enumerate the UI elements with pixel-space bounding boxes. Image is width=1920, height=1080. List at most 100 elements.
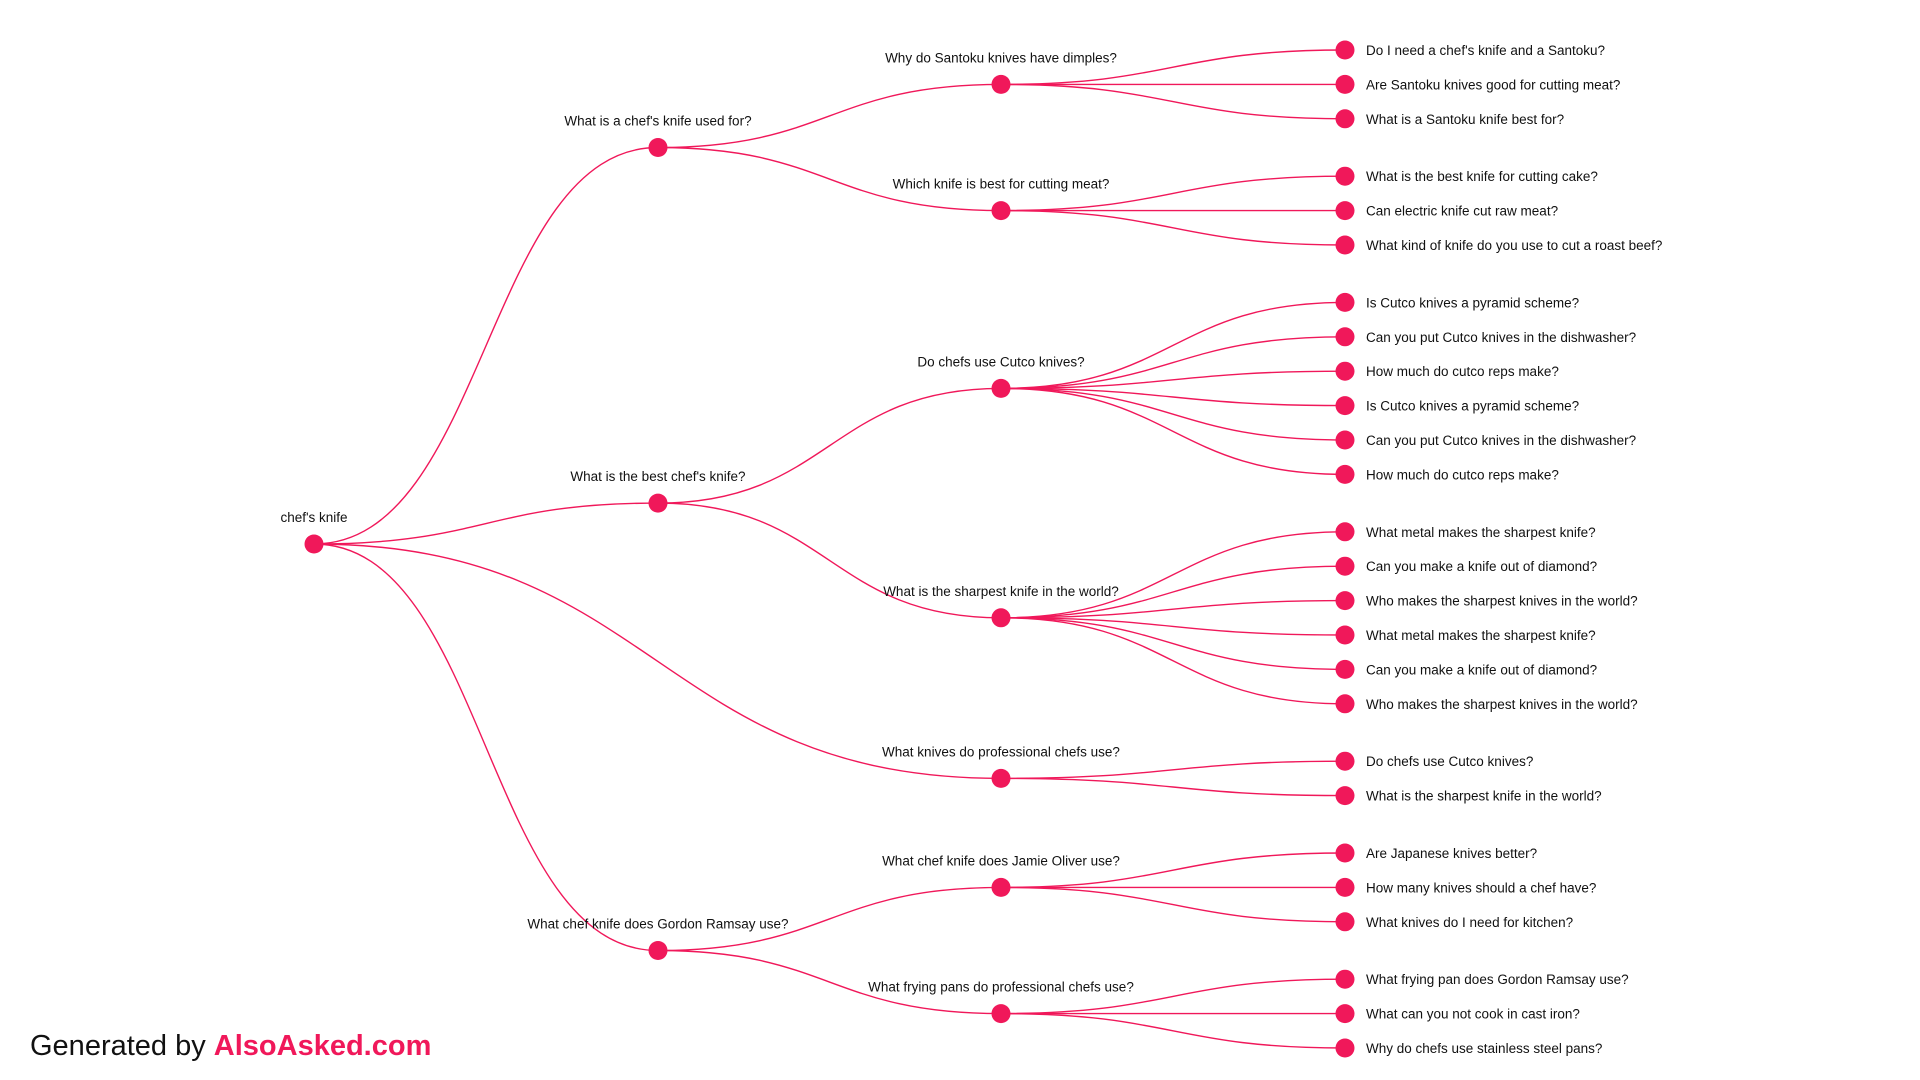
node-label-what-is-the-best-chef-s-knife[interactable]: What is the best chef's knife? xyxy=(570,469,745,484)
edge-what-frying-pans-do-professional-chefs-use-to-what-frying-pan-does-gordon-ramsay-use xyxy=(1000,978,1346,1015)
node-label-what-is-the-sharpest-knife-in-the-world[interactable]: What is the sharpest knife in the world? xyxy=(1366,789,1602,804)
node-label-what-metal-makes-the-sharpest-knife[interactable]: What metal makes the sharpest knife? xyxy=(1366,525,1596,540)
node-label-is-cutco-knives-a-pyramid-scheme[interactable]: Is Cutco knives a pyramid scheme? xyxy=(1366,399,1579,414)
edge-what-is-the-sharpest-knife-in-the-world-to-what-metal-makes-the-sharpest-knife xyxy=(1000,617,1346,636)
node-dot-what-frying-pan-does-gordon-ramsay-use[interactable] xyxy=(1335,969,1355,989)
node-label-what-is-the-sharpest-knife-in-the-world[interactable]: What is the sharpest knife in the world? xyxy=(883,584,1119,599)
node-dot-why-do-chefs-use-stainless-steel-pans[interactable] xyxy=(1335,1038,1355,1058)
node-dot-how-much-do-cutco-reps-make[interactable] xyxy=(1335,464,1355,484)
edge-what-is-the-best-chef-s-knife-to-what-is-the-sharpest-knife-in-the-world xyxy=(657,502,1002,619)
node-dot-what-chef-knife-does-jamie-oliver-use[interactable] xyxy=(991,877,1011,897)
node-label-which-knife-is-best-for-cutting-meat[interactable]: Which knife is best for cutting meat? xyxy=(893,177,1110,192)
edge-which-knife-is-best-for-cutting-meat-to-what-is-the-best-knife-for-cutting-cake xyxy=(1000,175,1346,212)
node-label-can-you-put-cutco-knives-in-the-dishwasher[interactable]: Can you put Cutco knives in the dishwash… xyxy=(1366,433,1636,448)
edge-why-do-santoku-knives-have-dimples-to-do-i-need-a-chef-s-knife-and-a-santoku xyxy=(1000,49,1346,86)
node-label-can-electric-knife-cut-raw-meat[interactable]: Can electric knife cut raw meat? xyxy=(1366,204,1558,219)
node-dot-what-is-a-santoku-knife-best-for[interactable] xyxy=(1335,109,1355,129)
node-label-is-cutco-knives-a-pyramid-scheme[interactable]: Is Cutco knives a pyramid scheme? xyxy=(1366,295,1579,310)
node-label-what-metal-makes-the-sharpest-knife[interactable]: What metal makes the sharpest knife? xyxy=(1366,628,1596,643)
node-label-what-frying-pans-do-professional-chefs-use[interactable]: What frying pans do professional chefs u… xyxy=(868,980,1134,995)
node-dot-what-knives-do-professional-chefs-use[interactable] xyxy=(991,768,1011,788)
node-label-what-is-a-chef-s-knife-used-for[interactable]: What is a chef's knife used for? xyxy=(564,114,751,129)
node-label-what-is-the-best-knife-for-cutting-cake[interactable]: What is the best knife for cutting cake? xyxy=(1366,169,1598,184)
node-dot-can-you-put-cutco-knives-in-the-dishwasher[interactable] xyxy=(1335,327,1355,347)
node-dot-are-japanese-knives-better[interactable] xyxy=(1335,843,1355,863)
node-dot-what-chef-knife-does-gordon-ramsay-use[interactable] xyxy=(648,941,668,960)
node-dot-what-is-the-best-chef-s-knife[interactable] xyxy=(648,493,668,513)
footer-brand: AlsoAsked.com xyxy=(213,1030,432,1062)
edge-chef-s-knife-to-what-is-a-chef-s-knife-used-for xyxy=(313,146,659,545)
node-label-are-santoku-knives-good-for-cutting-meat[interactable]: Are Santoku knives good for cutting meat… xyxy=(1366,77,1620,92)
node-dot-what-knives-do-i-need-for-kitchen[interactable] xyxy=(1335,912,1355,932)
edge-what-chef-knife-does-gordon-ramsay-use-to-what-frying-pans-do-professional-chefs-use xyxy=(657,949,1002,1015)
node-dot-how-many-knives-should-a-chef-have[interactable] xyxy=(1335,877,1355,897)
node-dot-chef-s-knife[interactable] xyxy=(304,534,324,554)
edge-do-chefs-use-cutco-knives-to-can-you-put-cutco-knives-in-the-dishwasher xyxy=(1000,387,1346,441)
node-label-how-many-knives-should-a-chef-have[interactable]: How many knives should a chef have? xyxy=(1366,880,1596,895)
node-label-do-i-need-a-chef-s-knife-and-a-santoku[interactable]: Do I need a chef's knife and a Santoku? xyxy=(1366,43,1605,58)
node-dot-why-do-santoku-knives-have-dimples[interactable] xyxy=(991,74,1011,94)
node-dot-do-chefs-use-cutco-knives[interactable] xyxy=(991,378,1011,398)
node-label-can-you-make-a-knife-out-of-diamond[interactable]: Can you make a knife out of diamond? xyxy=(1366,559,1597,574)
node-label-what-knives-do-i-need-for-kitchen[interactable]: What knives do I need for kitchen? xyxy=(1366,915,1573,930)
node-label-do-chefs-use-cutco-knives[interactable]: Do chefs use Cutco knives? xyxy=(917,354,1084,369)
edge-do-chefs-use-cutco-knives-to-how-much-do-cutco-reps-make xyxy=(1000,370,1346,390)
tree-nodes: Do I need a chef's knife and a Santoku? A… xyxy=(280,40,1662,1058)
node-dot-what-is-a-chef-s-knife-used-for[interactable] xyxy=(648,138,668,157)
node-dot-what-can-you-not-cook-in-cast-iron[interactable] xyxy=(1335,1004,1355,1024)
node-dot-do-i-need-a-chef-s-knife-and-a-santoku[interactable] xyxy=(1335,40,1355,60)
node-label-what-kind-of-knife-do-you-use-to-cut-a-roast-beef[interactable]: What kind of knife do you use to cut a r… xyxy=(1366,238,1662,253)
node-dot-who-makes-the-sharpest-knives-in-the-world[interactable] xyxy=(1335,694,1355,714)
node-dot-can-you-make-a-knife-out-of-diamond[interactable] xyxy=(1335,556,1355,576)
edge-what-knives-do-professional-chefs-use-to-do-chefs-use-cutco-knives xyxy=(1000,760,1346,780)
node-label-what-is-a-santoku-knife-best-for[interactable]: What is a Santoku knife best for? xyxy=(1366,112,1564,127)
edge-chef-s-knife-to-what-is-the-best-chef-s-knife xyxy=(313,502,659,545)
node-dot-is-cutco-knives-a-pyramid-scheme[interactable] xyxy=(1335,292,1355,312)
node-label-what-knives-do-professional-chefs-use[interactable]: What knives do professional chefs use? xyxy=(882,744,1120,759)
node-dot-what-metal-makes-the-sharpest-knife[interactable] xyxy=(1335,522,1355,542)
node-label-are-japanese-knives-better[interactable]: Are Japanese knives better? xyxy=(1366,846,1537,861)
node-label-why-do-santoku-knives-have-dimples[interactable]: Why do Santoku knives have dimples? xyxy=(885,50,1117,65)
node-dot-what-is-the-best-knife-for-cutting-cake[interactable] xyxy=(1335,166,1355,186)
edge-what-is-a-chef-s-knife-used-for-to-which-knife-is-best-for-cutting-meat xyxy=(657,146,1002,212)
node-label-can-you-make-a-knife-out-of-diamond[interactable]: Can you make a knife out of diamond? xyxy=(1366,662,1597,677)
edge-chef-s-knife-to-what-chef-knife-does-gordon-ramsay-use xyxy=(313,543,659,952)
edge-what-chef-knife-does-gordon-ramsay-use-to-what-chef-knife-does-jamie-oliver-use xyxy=(657,886,1002,952)
node-label-do-chefs-use-cutco-knives[interactable]: Do chefs use Cutco knives? xyxy=(1366,754,1533,769)
generated-by-footer: Generated by AlsoAsked.com xyxy=(30,1030,431,1063)
node-dot-can-electric-knife-cut-raw-meat[interactable] xyxy=(1335,201,1355,221)
node-dot-are-santoku-knives-good-for-cutting-meat[interactable] xyxy=(1335,74,1355,94)
node-dot-what-kind-of-knife-do-you-use-to-cut-a-roast-beef[interactable] xyxy=(1335,235,1355,255)
node-dot-which-knife-is-best-for-cutting-meat[interactable] xyxy=(991,201,1011,221)
node-label-how-much-do-cutco-reps-make[interactable]: How much do cutco reps make? xyxy=(1366,364,1559,379)
node-label-what-frying-pan-does-gordon-ramsay-use[interactable]: What frying pan does Gordon Ramsay use? xyxy=(1366,972,1629,987)
node-label-what-chef-knife-does-gordon-ramsay-use[interactable]: What chef knife does Gordon Ramsay use? xyxy=(527,917,788,932)
node-label-what-chef-knife-does-jamie-oliver-use[interactable]: What chef knife does Jamie Oliver use? xyxy=(882,853,1120,868)
node-dot-who-makes-the-sharpest-knives-in-the-world[interactable] xyxy=(1335,591,1355,611)
node-label-can-you-put-cutco-knives-in-the-dishwasher[interactable]: Can you put Cutco knives in the dishwash… xyxy=(1366,330,1636,345)
node-dot-what-metal-makes-the-sharpest-knife[interactable] xyxy=(1335,625,1355,645)
node-label-why-do-chefs-use-stainless-steel-pans[interactable]: Why do chefs use stainless steel pans? xyxy=(1366,1041,1602,1056)
edge-do-chefs-use-cutco-knives-to-is-cutco-knives-a-pyramid-scheme xyxy=(1000,301,1346,390)
edge-what-is-the-sharpest-knife-in-the-world-to-can-you-make-a-knife-out-of-diamond xyxy=(1000,565,1346,619)
edge-what-chef-knife-does-jamie-oliver-use-to-what-knives-do-i-need-for-kitchen xyxy=(1000,886,1346,923)
node-dot-what-frying-pans-do-professional-chefs-use[interactable] xyxy=(991,1004,1011,1024)
node-dot-can-you-make-a-knife-out-of-diamond[interactable] xyxy=(1335,659,1355,679)
node-dot-how-much-do-cutco-reps-make[interactable] xyxy=(1335,361,1355,381)
edge-what-is-the-sharpest-knife-in-the-world-to-can-you-make-a-knife-out-of-diamond xyxy=(1000,617,1346,671)
node-label-what-can-you-not-cook-in-cast-iron[interactable]: What can you not cook in cast iron? xyxy=(1366,1007,1580,1022)
node-dot-can-you-put-cutco-knives-in-the-dishwasher[interactable] xyxy=(1335,430,1355,450)
node-label-who-makes-the-sharpest-knives-in-the-world[interactable]: Who makes the sharpest knives in the wor… xyxy=(1366,697,1638,712)
tree-edges xyxy=(313,49,1346,1049)
node-label-chef-s-knife[interactable]: chef's knife xyxy=(280,510,347,525)
node-dot-is-cutco-knives-a-pyramid-scheme[interactable] xyxy=(1335,396,1355,416)
edge-do-chefs-use-cutco-knives-to-is-cutco-knives-a-pyramid-scheme xyxy=(1000,387,1346,407)
node-label-who-makes-the-sharpest-knives-in-the-world[interactable]: Who makes the sharpest knives in the wor… xyxy=(1366,594,1638,609)
node-dot-what-is-the-sharpest-knife-in-the-world[interactable] xyxy=(991,608,1011,628)
node-dot-what-is-the-sharpest-knife-in-the-world[interactable] xyxy=(1335,786,1355,806)
edge-what-is-a-chef-s-knife-used-for-to-why-do-santoku-knives-have-dimples xyxy=(657,83,1002,149)
edge-why-do-santoku-knives-have-dimples-to-what-is-a-santoku-knife-best-for xyxy=(1000,83,1346,120)
node-label-how-much-do-cutco-reps-make[interactable]: How much do cutco reps make? xyxy=(1366,467,1559,482)
node-dot-do-chefs-use-cutco-knives[interactable] xyxy=(1335,751,1355,771)
